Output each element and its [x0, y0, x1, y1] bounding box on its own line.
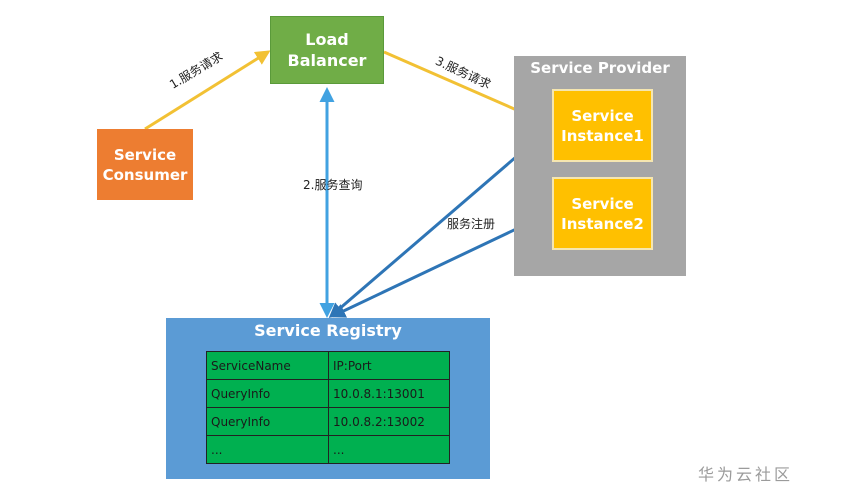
- registry-table: ServiceName IP:Port QueryInfo 10.0.8.1:1…: [206, 351, 450, 464]
- registry-title: Service Registry: [254, 321, 402, 340]
- table-row: ... ...: [206, 435, 450, 464]
- instance2-label-line2: Instance2: [561, 214, 644, 233]
- edge-label-query: 2.服务查询: [303, 178, 363, 192]
- table-cell: 10.0.8.1:13001: [328, 379, 450, 408]
- table-cell: QueryInfo: [206, 379, 329, 408]
- table-row: QueryInfo 10.0.8.2:13002: [206, 407, 450, 436]
- instance1-label-line1: Service: [571, 106, 634, 125]
- provider-title: Service Provider: [530, 59, 670, 77]
- watermark-logo: 华为云社区: [698, 465, 794, 484]
- lb-label-line1: Load: [305, 30, 349, 49]
- instance2-label-line1: Service: [571, 194, 634, 213]
- table-cell: ...: [328, 435, 450, 464]
- table-cell: 10.0.8.2:13002: [328, 407, 450, 436]
- arrow-consumer-to-lb: [144, 50, 271, 131]
- instance1-label-line2: Instance1: [561, 126, 644, 145]
- consumer-label-line1: Service: [113, 145, 177, 164]
- table-header-row: ServiceName IP:Port: [206, 351, 450, 380]
- edge-label-register: 服务注册: [447, 217, 496, 231]
- header-service-name: ServiceName: [206, 351, 329, 380]
- lb-label-line2: Balancer: [287, 51, 367, 70]
- table-cell: ...: [206, 435, 329, 464]
- header-ip-port: IP:Port: [328, 351, 450, 380]
- consumer-label-line2: Consumer: [102, 165, 188, 184]
- table-row: QueryInfo 10.0.8.1:13001: [206, 379, 450, 408]
- table-cell: QueryInfo: [206, 407, 329, 436]
